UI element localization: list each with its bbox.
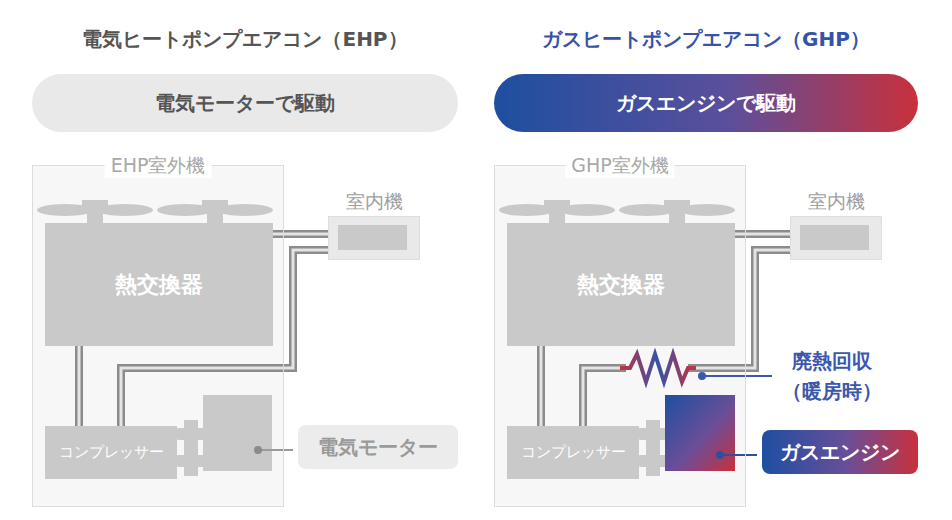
leader-line	[720, 454, 757, 456]
drive-band: ガスエンジンで駆動	[494, 74, 918, 132]
node-text: 熱交換器	[577, 270, 665, 300]
pipe-inner	[78, 346, 81, 426]
motor-box	[203, 395, 272, 471]
coupling	[646, 420, 660, 476]
coupling	[184, 420, 198, 476]
outdoor-unit: EHP室外機熱交換器コンプレッサー	[32, 165, 284, 507]
node-text: GHP室外機	[565, 152, 674, 178]
pipe-inner	[540, 346, 543, 426]
fan-symbol	[499, 200, 615, 224]
heat-recovery-zigzag	[620, 354, 696, 382]
engine-box	[665, 395, 735, 471]
node-text: コンプレッサー	[59, 443, 164, 462]
refrigerant-pipe	[541, 346, 542, 426]
pipe-inner	[735, 233, 790, 236]
leader-dot	[698, 372, 706, 380]
leader-line	[702, 375, 772, 377]
callout-note: 廃熱回収 （暖房時）	[782, 346, 882, 406]
indoor-unit: 室内機	[328, 186, 420, 264]
node-text: 熱交換器	[115, 270, 203, 300]
heat-exchanger: 熱交換器	[45, 223, 273, 346]
node-text: 電気モーターで駆動	[155, 90, 335, 117]
pipe-outer	[273, 230, 328, 238]
panel-title: ガスヒートポンプエアコン（GHP）	[494, 26, 918, 53]
node-text: ガスエンジンで駆動	[616, 90, 796, 117]
indoor-panel	[338, 225, 407, 250]
outdoor-unit: GHP室外機熱交換器コンプレッサー	[494, 165, 746, 507]
refrigerant-pipe	[735, 234, 790, 235]
pipe-outer	[735, 230, 790, 238]
fan-symbol	[157, 200, 273, 224]
refrigerant-pipe	[273, 234, 328, 235]
compressor: コンプレッサー	[45, 426, 177, 479]
node-text: 室内機	[808, 186, 865, 216]
pipe-outer	[537, 346, 545, 426]
leader-line	[258, 449, 293, 451]
indoor-panel	[800, 225, 869, 250]
heat-exchanger: 熱交換器	[507, 223, 735, 346]
node-text: 電気モーター	[318, 434, 438, 461]
indoor-box	[328, 216, 420, 260]
node-text: 室内機	[346, 186, 403, 216]
node-text: コンプレッサー	[521, 443, 626, 462]
node-text: ガスエンジン	[780, 439, 900, 466]
pipe-outer	[75, 346, 83, 426]
unit-ground	[494, 165, 746, 507]
refrigerant-pipe	[79, 346, 80, 426]
motor-label: 電気モーター	[298, 425, 458, 469]
leader-dot	[716, 451, 724, 459]
indoor-box	[790, 216, 882, 260]
unit-ground	[32, 165, 284, 507]
fan-symbol	[619, 200, 735, 224]
compressor: コンプレッサー	[507, 426, 639, 479]
indoor-unit: 室内機	[790, 186, 882, 264]
pipe-inner	[273, 233, 328, 236]
panel-title: 電気ヒートポンプエアコン（EHP）	[32, 26, 458, 53]
engine-label: ガスエンジン	[762, 430, 918, 474]
leader-dot	[254, 446, 262, 454]
node-text: EHP室外機	[105, 152, 212, 178]
drive-band: 電気モーターで駆動	[32, 74, 458, 132]
fan-symbol	[37, 200, 153, 224]
